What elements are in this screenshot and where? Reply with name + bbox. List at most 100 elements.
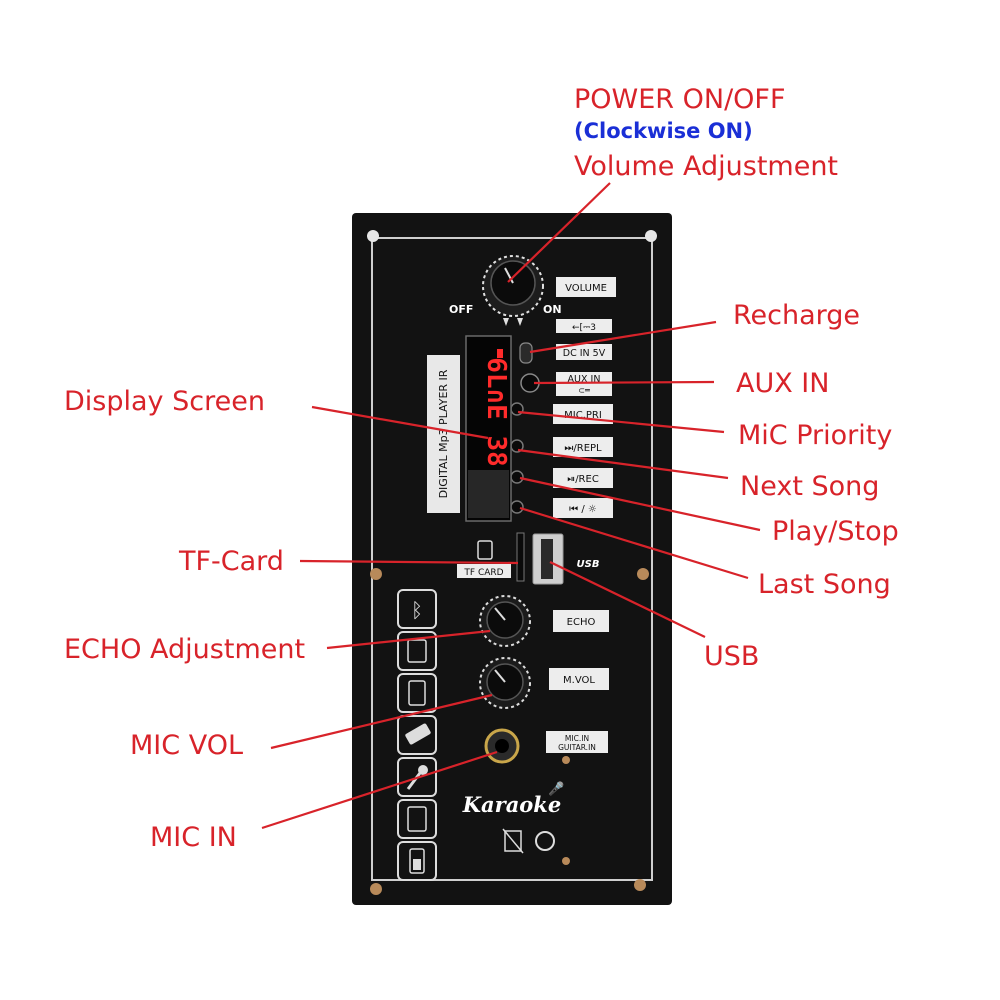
volume-knob[interactable] (482, 255, 544, 326)
prev-label-box (553, 498, 613, 518)
sd-card-icon (477, 540, 493, 560)
mic-in-jack-hole (495, 739, 509, 753)
usb-drive-symbol (405, 723, 431, 745)
callout-last-song: Last Song (758, 569, 891, 600)
mic-pri-label: MIC.PRI (564, 410, 602, 421)
callout-usb: USB (704, 641, 760, 672)
microphone-icon: 🎤 (548, 780, 564, 797)
rec-label-box (553, 468, 613, 488)
leader-line-next-song (517, 448, 729, 480)
volume-label: VOLUME (565, 283, 607, 294)
weee-bin-icon (504, 830, 522, 852)
memory-card-symbol (407, 806, 427, 832)
leader-line-last-song (519, 506, 749, 580)
leader-lines (261, 182, 761, 830)
mvol-label-box (549, 668, 609, 690)
aux-label-box (556, 372, 612, 396)
callout-next-song: Next Song (740, 471, 880, 502)
memory-card-icon (397, 799, 437, 839)
panel-inner-border (371, 237, 653, 881)
mic-in-label-box (546, 731, 608, 753)
usb-drive-icon (397, 715, 437, 755)
recycle-icon (535, 831, 555, 851)
volume-label-box (556, 277, 616, 297)
callout-play-stop: Play/Stop (772, 516, 899, 547)
leader-line-echo (326, 629, 491, 650)
bluetooth-symbol: ᛒ (411, 598, 423, 622)
screw (367, 230, 379, 242)
screw (637, 568, 649, 580)
mic-volume-knob[interactable] (479, 657, 531, 709)
callout-echo-adjustment: ECHO Adjustment (64, 634, 306, 665)
callout-recharge: Recharge (733, 300, 861, 331)
last-song-button[interactable] (510, 500, 524, 514)
screw (645, 230, 657, 242)
callout-power-note: (Clockwise ON) (574, 119, 753, 143)
battery-icon (397, 841, 437, 881)
aux-label: AUX IN (568, 374, 601, 385)
display-digits: 6L∩E 38 (481, 357, 511, 467)
tf-card-label-box (457, 564, 511, 578)
vertical-label-box (427, 355, 460, 513)
battery-symbol (409, 848, 425, 874)
microphone-head (418, 765, 428, 775)
prev-label: ⏮ / ☼ (569, 504, 597, 515)
callout-volume-adjustment: Volume Adjustment (574, 151, 839, 182)
screw (370, 883, 382, 895)
sd-card-icon (397, 631, 437, 671)
callout-mic-priority: MiC Priority (738, 420, 893, 451)
callout-mic-vol: MIC VOL (130, 730, 243, 761)
leader-line-mic-in (261, 750, 498, 830)
repl-label: ⏭/REPL (564, 443, 602, 454)
knob-on-label: ON (543, 303, 562, 316)
display-highlight (468, 470, 509, 518)
callout-display-screen: Display Screen (64, 386, 265, 417)
vertical-label: DIGITAL Mp3 PLAYER IR (437, 369, 450, 498)
phone-symbol (408, 680, 426, 706)
leader-line-tf-card (299, 559, 519, 565)
bluetooth-icon (397, 589, 437, 629)
knob-off-label: OFF (449, 303, 473, 316)
mvol-label: M.VOL (563, 675, 595, 686)
rec-label: ⏯/REC (567, 474, 599, 485)
usb-logo: USB (577, 559, 600, 570)
leader-line-usb (549, 561, 706, 638)
weee-cross-icon (502, 828, 524, 854)
leader-line-display (311, 405, 489, 440)
tf-card-label: TF CARD (463, 568, 503, 578)
tf-card-slot[interactable] (516, 532, 525, 582)
leader-line-recharge (529, 320, 717, 354)
callout-tf-card: TF-Card (179, 546, 284, 577)
repl-label-box (553, 437, 613, 457)
microphone-handle (406, 772, 422, 790)
screw (562, 756, 570, 764)
callout-aux-in: AUX IN (736, 368, 830, 399)
feature-icon-column: ᛒ (397, 589, 437, 881)
mic-in-label: MIC.IN (565, 734, 589, 743)
leader-line-mic-vol (270, 693, 493, 750)
dc-in-label-box (556, 344, 612, 360)
leader-line-play-stop (519, 476, 761, 532)
play-stop-button[interactable] (510, 470, 524, 484)
callout-power: POWER ON/OFF (574, 84, 786, 115)
leader-line-power (507, 182, 611, 283)
usb-c-port[interactable] (519, 342, 533, 364)
recharge-label-box (556, 319, 612, 333)
aux-plug-symbol: ⊂═ (578, 386, 590, 395)
echo-knob[interactable] (479, 595, 531, 647)
karaoke-logo: Karaoke (462, 792, 561, 817)
guitar-in-label: GUITAR.IN (558, 743, 596, 752)
sd-card-symbol (407, 639, 427, 663)
battery-level (413, 859, 421, 870)
screw (370, 568, 382, 580)
charge-symbol: ←[⎓3 (572, 323, 596, 333)
leader-line-mic-priority (517, 410, 725, 434)
leader-line-aux (533, 380, 715, 385)
usb-port-tongue (541, 539, 553, 579)
callout-mic-in: MIC IN (150, 822, 237, 853)
echo-label: ECHO (567, 617, 596, 628)
microphone-icon (397, 757, 437, 797)
screw (562, 857, 570, 865)
